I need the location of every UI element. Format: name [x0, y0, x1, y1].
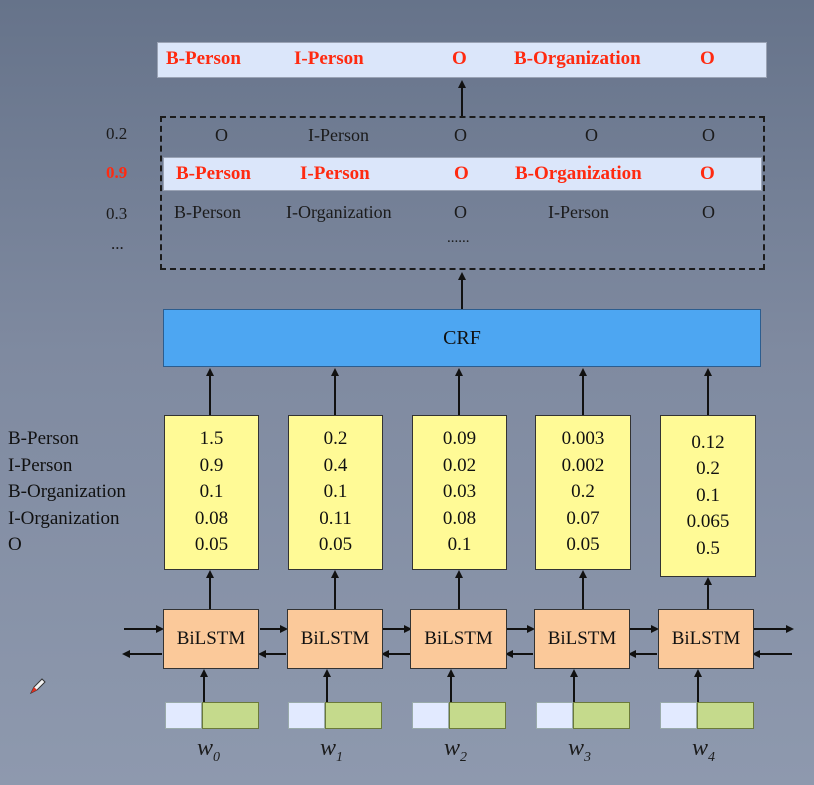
emission-scores-w0: 1.5 0.9 0.1 0.08 0.05	[164, 415, 259, 570]
bilstm-cell-3: BiLSTM	[534, 609, 630, 669]
word-embedding-1	[325, 702, 382, 729]
path-score: 0.2	[106, 124, 128, 143]
candidate-tag-best: B-Person	[176, 163, 251, 184]
emission-score: 0.2	[571, 481, 595, 503]
candidate-tag-best: O	[454, 163, 469, 184]
tag-label: I-Organization	[8, 507, 120, 529]
emission-score: 0.09	[442, 428, 477, 450]
emission-score: 0.1	[696, 484, 720, 506]
bilstm-label: BiLSTM	[671, 628, 741, 649]
char-embedding-2	[412, 702, 449, 729]
crf-label: CRF	[443, 326, 481, 349]
bilstm-label: BiLSTM	[300, 628, 370, 649]
tag-label: I-Person	[8, 454, 73, 476]
emission-score: 0.08	[442, 507, 477, 529]
emission-score: 0.4	[323, 454, 348, 476]
final-output-box	[157, 42, 767, 78]
emission-score: 0.2	[696, 458, 720, 480]
candidate-tag: O	[454, 202, 467, 222]
word-embedding-2	[449, 702, 506, 729]
emission-score: 0.03	[442, 481, 477, 503]
emission-score: 0.11	[319, 507, 352, 529]
emission-score: 0.1	[199, 481, 224, 503]
candidate-tag: O	[585, 125, 598, 145]
bilstm-cell-2: BiLSTM	[410, 609, 507, 669]
emission-score: 0.05	[194, 534, 229, 556]
emission-scores-w4: 0.12 0.2 0.1 0.065 0.5	[660, 415, 756, 577]
candidate-tag: B-Person	[174, 202, 241, 222]
final-tag: I-Person	[294, 48, 364, 69]
emission-score: 0.9	[199, 454, 224, 476]
path-score-best: 0.9	[106, 163, 128, 182]
pen-cursor-icon	[29, 678, 46, 695]
emission-score: 0.1	[447, 534, 472, 556]
emission-score: 0.065	[686, 511, 730, 533]
emission-scores-w2: 0.09 0.02 0.03 0.08 0.1	[412, 415, 507, 570]
word-label-w3: w3	[568, 735, 592, 765]
candidate-tag: O	[215, 125, 228, 145]
char-embedding-4	[660, 702, 697, 729]
candidate-tag: O	[702, 202, 715, 222]
emission-score: 0.02	[442, 454, 477, 476]
crf-layer: CRF	[163, 309, 761, 367]
char-embedding-3	[536, 702, 573, 729]
path-score-ellipsis: ...	[111, 234, 124, 253]
word-embedding-0	[202, 702, 259, 729]
final-tag: O	[452, 48, 467, 69]
candidate-tag: I-Person	[548, 202, 609, 222]
tag-label: O	[8, 534, 22, 555]
bilstm-label: BiLSTM	[424, 628, 493, 649]
tag-label: B-Person	[8, 428, 79, 449]
final-tag: B-Organization	[514, 48, 641, 69]
best-path-highlight	[163, 157, 762, 191]
tag-label: B-Organization	[8, 481, 126, 502]
bilstm-cell-1: BiLSTM	[287, 609, 383, 669]
emission-scores-w3: 0.003 0.002 0.2 0.07 0.05	[535, 415, 631, 570]
emission-score: 0.2	[323, 428, 348, 450]
emission-score: 0.07	[566, 507, 600, 529]
candidate-tag-best: O	[700, 163, 715, 184]
emission-score: 0.12	[691, 431, 725, 453]
bilstm-cell-0: BiLSTM	[163, 609, 259, 669]
candidate-tag-best: B-Organization	[515, 163, 642, 184]
bilstm-label: BiLSTM	[176, 628, 246, 649]
candidate-tag: I-Organization	[286, 202, 392, 222]
bilstm-cell-4: BiLSTM	[658, 609, 754, 669]
emission-score: 0.5	[696, 537, 720, 559]
word-label-w4: w4	[692, 735, 716, 765]
tag-label-list: B-Person I-Person B-Organization I-Organ…	[8, 426, 126, 559]
emission-score: 0.05	[318, 534, 353, 556]
bilstm-label: BiLSTM	[547, 628, 617, 649]
emission-score: 0.003	[561, 428, 605, 450]
path-score: 0.3	[106, 204, 128, 223]
final-tag: B-Person	[166, 48, 241, 69]
word-label-w2: w2	[444, 735, 468, 765]
emission-score: 0.05	[566, 534, 600, 556]
word-embedding-4	[697, 702, 754, 729]
word-embedding-3	[573, 702, 630, 729]
candidate-paths-box	[160, 116, 765, 270]
emission-scores-w1: 0.2 0.4 0.1 0.11 0.05	[288, 415, 383, 570]
candidate-tag: O	[454, 125, 467, 145]
candidate-tag-best: I-Person	[300, 163, 370, 184]
candidate-tag: I-Person	[308, 125, 369, 145]
char-embedding-1	[288, 702, 325, 729]
emission-score: 0.1	[323, 481, 348, 503]
candidate-tag: O	[702, 125, 715, 145]
emission-score: 0.08	[194, 507, 229, 529]
emission-score: 0.002	[561, 454, 605, 476]
emission-score: 1.5	[199, 428, 224, 450]
candidate-ellipsis: ......	[447, 230, 470, 246]
word-label-w1: w1	[320, 735, 344, 765]
final-tag: O	[700, 48, 715, 69]
word-label-w0: w0	[197, 735, 221, 765]
char-embedding-0	[165, 702, 202, 729]
